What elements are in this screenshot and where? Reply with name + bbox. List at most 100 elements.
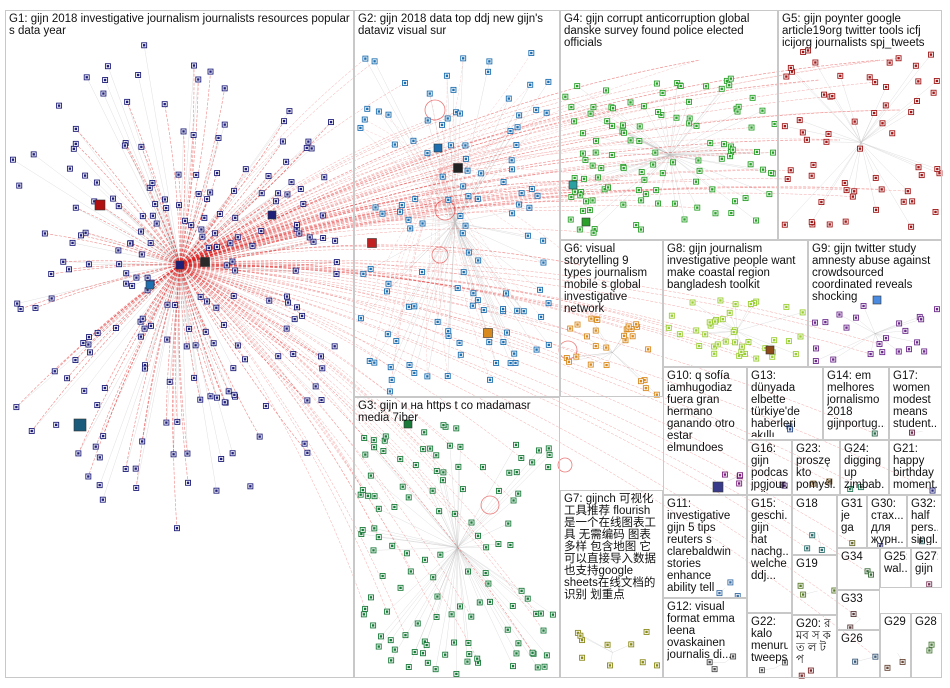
graph-node — [258, 228, 265, 234]
graph-node — [709, 186, 716, 193]
graph-node — [410, 137, 417, 144]
group-box-g5 — [778, 10, 942, 240]
graph-node — [234, 234, 241, 241]
graph-node — [275, 190, 282, 197]
edge — [179, 199, 642, 266]
graph-node — [81, 387, 88, 394]
edge — [669, 123, 690, 156]
graph-node — [286, 108, 293, 115]
graph-node — [439, 173, 446, 180]
group-box-g24 — [840, 440, 889, 495]
edge — [179, 249, 544, 266]
graph-node — [514, 307, 521, 314]
group-box-g27 — [911, 548, 942, 588]
edge — [142, 264, 181, 319]
edge — [179, 85, 681, 266]
graph-node — [367, 265, 374, 272]
edge — [107, 66, 181, 266]
edge — [179, 264, 876, 657]
group-box-g16 — [747, 440, 792, 495]
graph-node — [686, 98, 692, 105]
edge — [439, 169, 491, 380]
graph-node — [457, 110, 463, 117]
edge — [179, 264, 380, 538]
graph-node — [242, 166, 249, 173]
edge — [179, 264, 499, 545]
graph-node — [296, 230, 303, 237]
group-box-g8 — [663, 240, 808, 367]
graph-node — [333, 259, 340, 266]
edge — [179, 262, 880, 345]
graph-node — [513, 469, 520, 476]
edge — [454, 222, 504, 312]
edge — [390, 547, 458, 641]
graph-node — [603, 87, 609, 94]
edge — [612, 352, 658, 395]
graph-node — [432, 666, 439, 673]
edge — [399, 211, 456, 223]
graph-node — [247, 483, 254, 490]
graph-node — [445, 332, 452, 339]
graph-node — [462, 222, 469, 229]
graph-node — [421, 429, 428, 436]
edge — [156, 223, 181, 266]
edge — [826, 141, 862, 143]
graph-node — [500, 339, 507, 346]
graph-node — [220, 321, 227, 328]
edge — [736, 330, 796, 355]
edge — [454, 222, 474, 306]
edge — [179, 71, 211, 266]
graph-node — [332, 237, 339, 244]
graph-node — [362, 605, 369, 612]
graph-node — [30, 151, 37, 158]
edge — [179, 264, 211, 397]
edge — [439, 75, 448, 171]
edge — [69, 264, 181, 270]
edge — [790, 67, 862, 143]
edge — [662, 154, 671, 174]
graph-node — [202, 328, 209, 335]
edge — [179, 244, 581, 266]
group-box-g7 — [560, 490, 663, 678]
edge — [435, 547, 458, 670]
graph-node — [191, 374, 198, 381]
graph-node — [290, 351, 297, 358]
edge — [179, 198, 208, 266]
graph-node — [72, 125, 79, 132]
graph-node — [94, 402, 101, 409]
graph-node — [759, 107, 766, 114]
edge — [662, 92, 671, 156]
edge — [179, 264, 217, 491]
edge — [75, 207, 181, 266]
graph-node — [110, 195, 117, 202]
graph-node — [164, 336, 171, 343]
graph-node — [652, 149, 659, 156]
graph-node — [448, 611, 455, 618]
edge — [439, 84, 531, 171]
edge — [386, 169, 441, 292]
edge — [874, 330, 906, 334]
graph-node — [13, 404, 20, 411]
graph-node — [161, 101, 168, 108]
edge — [179, 264, 740, 357]
graph-node — [465, 640, 472, 646]
graph-node — [214, 394, 220, 401]
graph-node — [163, 419, 170, 426]
graph-node — [53, 421, 60, 428]
graph-node — [718, 155, 725, 162]
edge — [179, 264, 629, 329]
graph-node — [465, 249, 472, 256]
graph-node — [69, 239, 76, 246]
graph-node — [514, 124, 521, 131]
graph-node — [367, 472, 374, 479]
edge — [457, 547, 554, 615]
edge — [454, 222, 544, 263]
edge — [380, 547, 458, 637]
graph-node — [188, 222, 195, 229]
edge — [179, 149, 761, 266]
edge — [453, 547, 458, 643]
graph-node — [225, 388, 232, 395]
graph-node — [475, 257, 482, 264]
graph-node — [543, 109, 550, 116]
edge — [389, 169, 441, 392]
